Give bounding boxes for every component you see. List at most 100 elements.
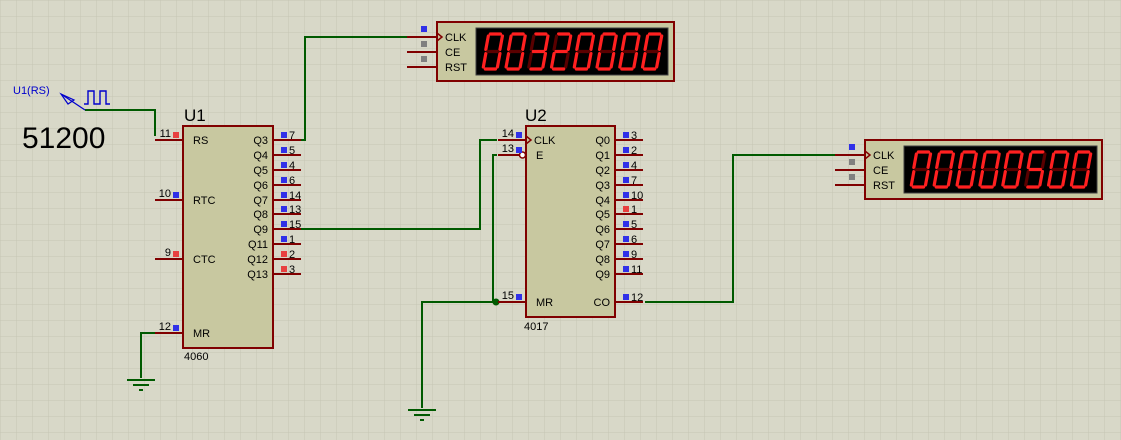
counter2-digit (955, 150, 978, 189)
ground-symbol-1 (127, 379, 155, 391)
segment-f (506, 34, 513, 52)
u2-part-label: 4017 (524, 321, 548, 333)
wire-q9-u2clk[interactable] (295, 139, 497, 230)
u1-pin-number: 13 (289, 204, 301, 216)
counter1-clock-marker (436, 32, 444, 42)
counter2-digit (978, 150, 1001, 189)
counter1-digit (527, 32, 550, 71)
u2-pin-number: 7 (631, 175, 637, 187)
u1-logic-state-indicator (281, 147, 287, 153)
segment-f (1072, 152, 1079, 170)
segment-c (1038, 169, 1045, 187)
segment-b (1040, 152, 1047, 170)
junction-dot (492, 298, 500, 306)
wire-e-mr[interactable] (492, 154, 497, 302)
u2-pin-number: 13 (502, 143, 514, 155)
wire-u1mr-gnd[interactable] (140, 332, 155, 378)
u2-pin-label: Q3 (595, 180, 610, 192)
segment-f (935, 152, 941, 170)
u2-logic-state-indicator (623, 177, 629, 183)
u2-pin-label: Q2 (595, 165, 610, 177)
wire-gen-rs[interactable] (85, 109, 156, 136)
counter1-pin-label: CE (445, 47, 460, 59)
u1-logic-state-indicator (173, 192, 179, 198)
u2-body (525, 125, 616, 318)
segment-f (597, 34, 604, 52)
segment-b (566, 34, 573, 52)
u2-logic-state-indicator (623, 162, 629, 168)
segment-f (552, 34, 559, 52)
counter2-logic-state-indicator (849, 174, 855, 180)
wire-mr-gnd[interactable] (421, 301, 497, 408)
u1-logic-state-indicator (281, 266, 287, 272)
u1-pin-label: RS (193, 135, 208, 147)
u1-pin-number: 11 (160, 128, 171, 140)
counter2-logic-state-indicator (849, 144, 855, 150)
u2-pin-label: Q1 (595, 150, 610, 162)
u1-part-label: 4060 (184, 351, 208, 363)
segment-e (909, 169, 916, 187)
segment-e (1069, 169, 1076, 187)
u1-pin-label: Q3 (253, 135, 268, 147)
segment-f (620, 34, 627, 52)
segment-e (595, 51, 602, 69)
wires (85, 36, 845, 408)
u2-logic-state-indicator (623, 132, 629, 138)
segment-e (527, 51, 533, 69)
counter1-pin-label: RST (445, 62, 467, 74)
segment-c (969, 169, 976, 187)
generator-arrow-icon (59, 92, 76, 105)
u2-logic-state-indicator (623, 266, 629, 272)
u1-pin-number: 7 (289, 130, 295, 142)
counter1-logic-state-indicator (421, 56, 427, 62)
segment-f (643, 34, 650, 52)
segment-c (1084, 169, 1090, 187)
counter2-digit (1046, 150, 1070, 189)
segment-e (1001, 169, 1007, 187)
segment-f (575, 34, 581, 52)
u2-ref-label: U2 (525, 106, 547, 125)
segment-b (1017, 152, 1024, 170)
u2-pin-label: Q5 (595, 209, 610, 221)
segment-b (949, 152, 956, 170)
segment-c (518, 51, 525, 69)
counter2-clock-marker (864, 150, 872, 160)
u1-logic-state-indicator (173, 132, 179, 138)
u2-logic-state-indicator (623, 294, 629, 300)
u2-pin-label: Q6 (595, 224, 610, 236)
segment-c (992, 169, 999, 187)
segment-c (923, 169, 930, 187)
segment-b (1063, 152, 1070, 170)
counter2-digit (909, 150, 933, 189)
u2-pin-number: 14 (502, 128, 514, 140)
u2-pin-number: 11 (631, 264, 642, 276)
u1-logic-state-indicator (173, 325, 179, 331)
u1-body (182, 125, 274, 349)
u2-pin-number: 4 (631, 160, 637, 172)
counter2-digit (1001, 150, 1024, 189)
u2-logic-state-indicator (623, 206, 629, 212)
segment-c (495, 51, 502, 69)
wire-co-counter2[interactable] (645, 154, 845, 303)
u2-pin-label: Q7 (595, 239, 610, 251)
u2-pin-number: 1 (631, 204, 637, 216)
u1-logic-state-indicator (281, 192, 287, 198)
u1-pin-number: 2 (289, 249, 295, 261)
counter1-digit (504, 32, 527, 71)
signal-generator[interactable]: U1(RS) 51200 (13, 85, 110, 155)
u2-pin-label: MR (536, 297, 553, 309)
ground-symbol-2 (408, 409, 436, 421)
u1-pin-number: 15 (289, 219, 301, 231)
segment-f (484, 34, 490, 52)
segment-c (655, 51, 661, 69)
segment-c (564, 51, 570, 69)
u1-pin-label: Q4 (253, 150, 268, 162)
segment-b (1086, 152, 1093, 170)
u1-pin-label: Q8 (253, 209, 268, 221)
segment-b (926, 152, 933, 170)
